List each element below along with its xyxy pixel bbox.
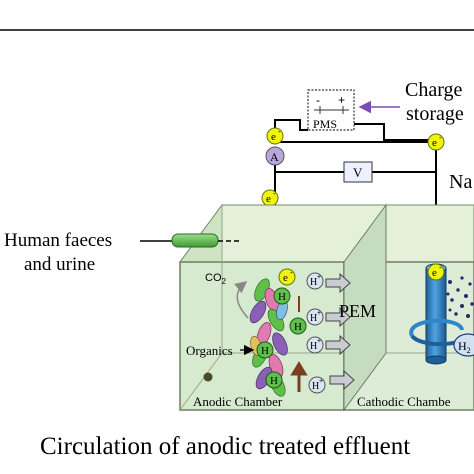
svg-text:H2: H2 [458, 339, 471, 355]
svg-text:e: e [271, 131, 276, 143]
proton-3: H + [306, 336, 324, 354]
h2-bubble: H2 [453, 333, 474, 357]
electron-top-left: e - [266, 127, 284, 145]
anodic-chamber-label: Anodic Chamber [193, 394, 283, 409]
proton-transfer-arrows [325, 272, 355, 391]
svg-text:+: + [319, 378, 323, 385]
ammeter-label: A [270, 150, 279, 164]
pem-label: PEM [339, 301, 376, 321]
organic-particle [203, 372, 213, 382]
co2-arrow [234, 281, 249, 319]
proton-2: H + [306, 308, 324, 326]
svg-text:H: H [310, 277, 317, 288]
proton-1: H + [306, 272, 324, 290]
caption: Circulation of anodic treated effluent [40, 433, 410, 460]
cathodic-chamber-label: Cathodic Chambe [357, 394, 451, 409]
voltmeter-label: V [353, 165, 363, 180]
inlet-tube [140, 233, 240, 248]
svg-text:H: H [278, 291, 286, 303]
anodic-upflow-arrows [290, 296, 308, 392]
svg-text:-: - [278, 127, 281, 136]
co2-subscript: 2 [222, 277, 227, 286]
electron-cathode: e - [427, 263, 445, 281]
svg-text:e: e [266, 193, 271, 205]
na-label: Na [449, 171, 472, 193]
svg-text:+: + [317, 338, 321, 345]
h-bacteria-2: H [289, 317, 307, 335]
ammeter: A [265, 146, 285, 166]
svg-text:-: - [290, 268, 293, 277]
svg-text:H: H [270, 375, 278, 387]
pms-label: PMS [313, 117, 337, 131]
reactor-tank [179, 203, 474, 412]
organics-label: Organics [186, 343, 233, 358]
human-faeces-label-1: Human faeces [4, 230, 112, 251]
svg-text:e: e [432, 267, 437, 279]
voltmeter: V [343, 161, 373, 183]
svg-text:H: H [261, 345, 269, 357]
electron-anode: e - [278, 268, 296, 286]
h-bacteria-3: H [256, 341, 274, 359]
svg-text:+: + [317, 310, 321, 317]
svg-text:+: + [317, 274, 321, 281]
charge-storage-label-1: Charge [405, 79, 463, 101]
h-bacteria-1: H [273, 287, 291, 305]
electron-wire-1: e - [261, 189, 279, 207]
proton-4: H + [308, 376, 326, 394]
h-bacteria-4: H [265, 371, 283, 389]
human-faeces-label-2: and urine [24, 254, 95, 275]
svg-text:-: - [273, 189, 276, 198]
svg-text:e: e [283, 272, 288, 284]
charge-storage-label-2: storage [406, 103, 464, 125]
pms-box: - + PMS [307, 89, 355, 131]
svg-text:H: H [294, 321, 302, 333]
h2-subscript: 2 [467, 346, 471, 355]
svg-text:-: - [439, 263, 442, 272]
svg-text:e: e [432, 137, 437, 149]
pms-plus-sign: + [338, 93, 345, 107]
svg-text:H: H [310, 313, 317, 324]
electron-top-right: e - [427, 133, 445, 151]
svg-text:H: H [310, 341, 317, 352]
co2-label: CO2 [205, 272, 227, 286]
svg-text:-: - [439, 133, 442, 142]
hydrogen-bubbles [446, 276, 474, 318]
svg-text:H: H [312, 381, 319, 392]
pms-minus-sign: - [316, 93, 320, 107]
